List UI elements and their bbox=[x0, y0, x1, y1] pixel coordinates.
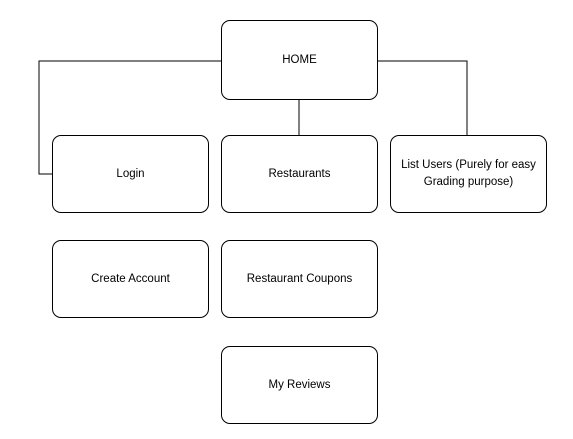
node-create-account: Create Account bbox=[52, 240, 209, 318]
node-restaurants: Restaurants bbox=[221, 135, 378, 213]
node-restaurant-coupons: Restaurant Coupons bbox=[221, 240, 378, 318]
node-home-label: HOME bbox=[282, 53, 317, 66]
node-login-label: Login bbox=[116, 167, 145, 180]
node-login: Login bbox=[52, 135, 209, 213]
node-restaurant-coupons-label: Restaurant Coupons bbox=[246, 272, 353, 285]
connector-home-login bbox=[38, 60, 221, 175]
node-restaurants-label: Restaurants bbox=[268, 167, 331, 180]
connector-home-list-users bbox=[378, 60, 468, 135]
node-home: HOME bbox=[221, 20, 378, 100]
node-my-reviews: My Reviews bbox=[221, 346, 378, 424]
node-list-users-label: List Users (Purely for easy Grading purp… bbox=[401, 159, 536, 188]
node-my-reviews-label: My Reviews bbox=[268, 378, 331, 391]
node-list-users: List Users (Purely for easy Grading purp… bbox=[390, 135, 547, 213]
node-create-account-label: Create Account bbox=[91, 272, 170, 285]
